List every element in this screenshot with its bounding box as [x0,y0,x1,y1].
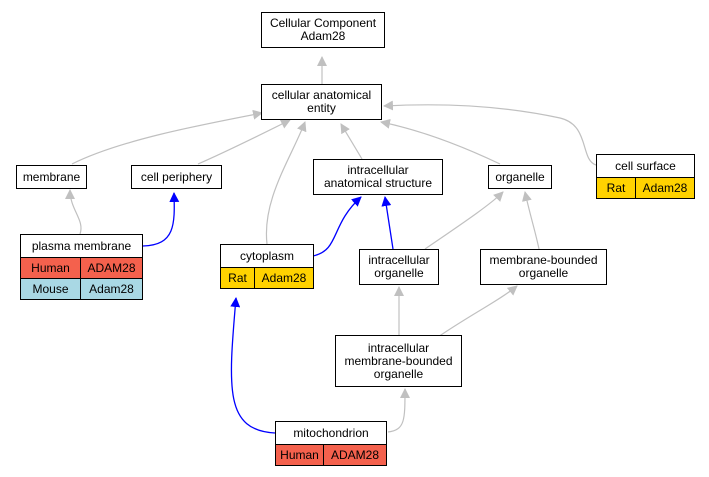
node-organelle[interactable]: organelle [488,165,552,189]
table-row: Rat Adam28 [596,178,695,199]
table-row: Human ADAM28 [20,258,143,279]
node-intracellular-anatomical-structure[interactable]: intracellular anatomical structure [313,159,443,195]
gene-cell: ADAM28 [324,445,387,466]
edge-ias-cae [340,123,363,160]
edge-io-organelle [424,191,504,250]
node-intracellular-organelle[interactable]: intracellular organelle [359,249,439,285]
gene-cell: Adam28 [255,268,314,289]
mitochondrion-title: mitochondrion [275,421,387,445]
edge-periphery-cae [197,119,291,165]
edge-mito-imbo [387,388,410,433]
edge-cytoplasm-ias [312,196,362,257]
node-cellular-component-root[interactable]: Cellular Component Adam28 [261,12,385,48]
table-row: Mouse Adam28 [20,279,143,300]
species-cell: Rat [220,268,255,289]
cell-surface-title: cell surface [596,154,695,178]
node-membrane[interactable]: membrane [16,165,87,189]
node-mitochondrion[interactable]: mitochondrion Human ADAM28 [275,421,387,466]
species-cell: Human [20,258,81,279]
node-cell-periphery[interactable]: cell periphery [131,165,222,189]
species-cell: Human [275,445,324,466]
edge-membrane-cae [71,109,263,165]
edge-mbo-organelle [522,191,540,250]
gene-cell: ADAM28 [81,258,143,279]
edge-cellsurface-cae [383,100,597,166]
cytoplasm-title: cytoplasm [220,244,314,268]
node-cellular-anatomical-entity[interactable]: cellular anatomical entity [261,84,382,120]
gene-cell: Adam28 [636,178,695,199]
edge-plasma-membrane [65,189,82,235]
gene-cell: Adam28 [81,279,143,300]
node-cytoplasm[interactable]: cytoplasm Rat Adam28 [220,244,314,289]
edge-mito-cytoplasm [230,297,276,434]
species-cell: Rat [596,178,636,199]
edge-cytoplasm-cae [265,121,307,245]
node-intracellular-membrane-bounded-organelle[interactable]: intracellular membrane-bounded organelle [335,335,462,387]
node-membrane-bounded-organelle[interactable]: membrane-bounded organelle [480,249,607,285]
edge-organelle-cae [380,118,501,165]
edge-io-ias [381,196,394,250]
table-row: Rat Adam28 [220,268,314,289]
edge-imbo-mbo [437,285,518,338]
plasma-membrane-title: plasma membrane [20,234,143,258]
node-cell-surface[interactable]: cell surface Rat Adam28 [596,154,695,199]
table-row: Human ADAM28 [275,445,387,466]
node-plasma-membrane[interactable]: plasma membrane Human ADAM28 Mouse Adam2… [20,234,143,300]
species-cell: Mouse [20,279,81,300]
edge-plasma-periphery [142,192,180,247]
